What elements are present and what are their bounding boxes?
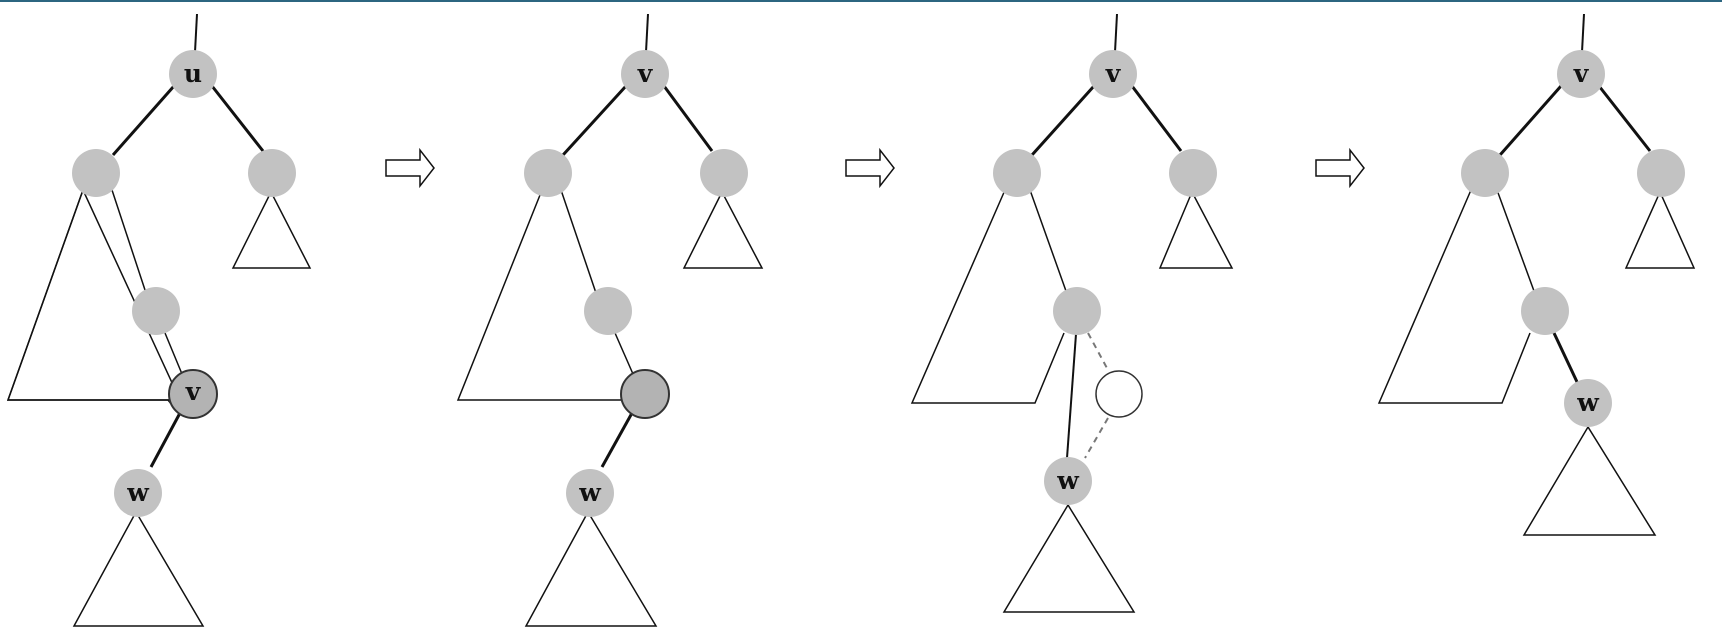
edge-left-to-inner <box>1029 189 1067 292</box>
node-left <box>993 149 1041 197</box>
stage-1: u v w <box>6 13 312 627</box>
stage-4: v w <box>1377 13 1696 536</box>
right-subtree <box>1624 190 1696 269</box>
edge-root-left <box>1030 84 1096 157</box>
child-subtree <box>524 510 658 627</box>
node-child-label: w <box>1056 466 1080 495</box>
transition-arrow-3 <box>1315 147 1365 189</box>
edge-inner-to-deleted <box>164 332 183 375</box>
right-subtree <box>231 190 312 269</box>
node-right <box>248 149 296 197</box>
node-child <box>1564 379 1612 427</box>
parent-edge <box>194 13 198 53</box>
node-inner <box>1053 287 1101 335</box>
left-subtree-path <box>6 189 172 401</box>
child-subtree <box>72 510 205 627</box>
node-root-label: v <box>1105 59 1122 88</box>
node-root-label: v <box>637 59 654 88</box>
node-root-label: v <box>1573 59 1590 88</box>
node-left <box>72 149 120 197</box>
stage-3: v w <box>910 13 1234 613</box>
stage-2: v w <box>456 13 764 627</box>
transition-arrow-1 <box>385 147 435 189</box>
edge-root-right <box>662 85 714 152</box>
top-border <box>0 0 1722 2</box>
node-root <box>169 50 217 98</box>
edge-deleted-to-child <box>600 412 634 468</box>
edge-left-to-inner <box>1496 189 1535 292</box>
parent-edge <box>645 13 649 53</box>
arrow-icon <box>385 147 435 189</box>
arrow-icon <box>845 147 895 189</box>
node-root-label: u <box>184 59 202 88</box>
parent-edge <box>1581 13 1585 53</box>
node-child-label: w <box>126 478 150 507</box>
edge-left-to-inner <box>560 189 597 294</box>
right-subtree <box>682 190 764 269</box>
node-deleted-label: v <box>185 377 202 406</box>
node-child <box>566 469 614 517</box>
edge-inner-to-child <box>1066 333 1077 459</box>
node-right <box>1169 149 1217 197</box>
edge-left-to-inner <box>111 189 147 294</box>
edge-root-right <box>1130 85 1183 152</box>
node-child-label: w <box>1576 388 1600 417</box>
node-child-label: w <box>578 478 602 507</box>
edge-root-right <box>210 85 265 152</box>
node-inner <box>1521 287 1569 335</box>
arrow-icon <box>1315 147 1365 189</box>
edge-inner-to-deleted <box>614 332 634 375</box>
right-subtree <box>1158 190 1234 269</box>
node-left <box>524 149 572 197</box>
node-right <box>700 149 748 197</box>
node-child <box>1044 457 1092 505</box>
node-new-empty <box>1095 370 1143 418</box>
node-root <box>1089 50 1137 98</box>
node-child <box>114 469 162 517</box>
left-subtree-path <box>1377 189 1531 404</box>
node-left <box>1461 149 1509 197</box>
dashed-edge-new-to-child <box>1084 417 1109 459</box>
edge-deleted-to-child <box>149 412 182 468</box>
node-right <box>1637 149 1685 197</box>
node-deleted <box>168 369 218 419</box>
edge-root-left <box>111 85 176 156</box>
edge-root-left <box>561 84 628 157</box>
left-subtree-path <box>456 189 624 401</box>
child-subtree <box>1522 425 1657 536</box>
node-root <box>1557 50 1605 98</box>
edge-root-right <box>1597 85 1652 152</box>
node-inner <box>584 287 632 335</box>
transition-arrow-2 <box>845 147 895 189</box>
edge-inner-to-child <box>1552 332 1580 385</box>
node-root <box>621 50 669 98</box>
left-subtree-path <box>910 189 1065 404</box>
parent-edge <box>1114 13 1118 53</box>
dashed-edge-inner-to-new <box>1087 332 1109 371</box>
edge-root-left <box>1498 85 1563 156</box>
node-inner <box>132 287 180 335</box>
child-subtree <box>1002 503 1136 613</box>
node-deleted <box>620 369 670 419</box>
